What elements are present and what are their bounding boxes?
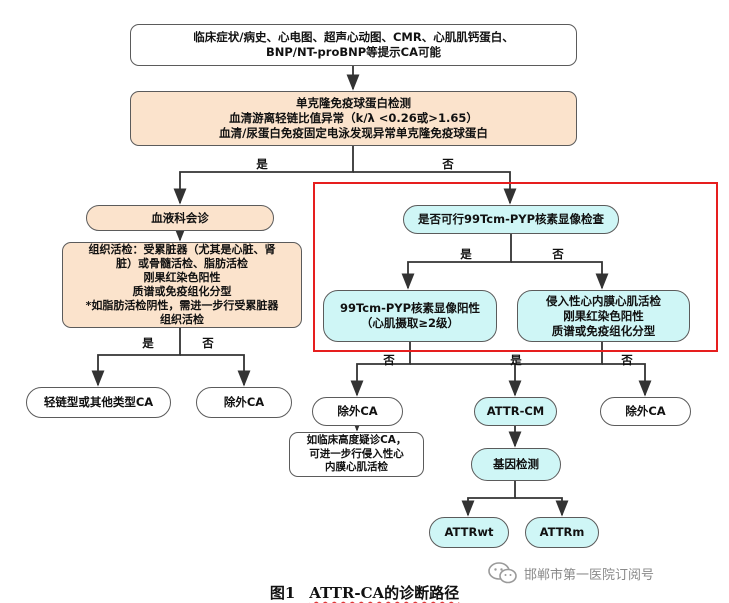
edge-pyp-yes: [401, 234, 512, 290]
node-line: 质谱或免疫组化分型: [551, 323, 656, 338]
label-pyp-yes: 是: [460, 247, 472, 261]
caption-number: 图1: [269, 584, 296, 602]
node-line: *如脂肪活检阴性，需进一步行受累脏器: [85, 299, 279, 312]
node-line: 如临床高度疑诊CA，: [306, 434, 407, 447]
node-exclude-ca-right: 除外CA: [600, 397, 691, 426]
label-bottom-no-right: 否: [621, 353, 633, 367]
node-line: 单克隆免疫球蛋白检测: [296, 96, 411, 110]
figure-caption: 图1 ATTR-CA的诊断路径: [0, 582, 729, 603]
edge-pos-no: [350, 342, 411, 397]
node-line: 除外CA: [625, 404, 666, 418]
node-line: 组织活检: [160, 313, 204, 326]
node-line: 是否可行99Tcm-PYP核素显像检查: [417, 212, 605, 226]
node-line: 临床症状/病史、心电图、超声心动图、CMR、心肌肌钙蛋白、: [193, 30, 514, 44]
edge-mono-yes: [173, 146, 354, 205]
node-line: ATTR-CM: [486, 404, 545, 418]
node-line: ATTRm: [539, 525, 585, 539]
node-line: 可进一步行侵入性心: [309, 447, 404, 460]
node-exclude-ca-left: 除外CA: [196, 387, 292, 418]
node-line: 99Tcm-PYP核素显像阳性: [339, 301, 481, 315]
node-invasive-biopsy: 侵入性心内膜心肌活检 刚果红染色阳性 质谱或免疫组化分型: [517, 290, 690, 342]
node-gene-test: 基因检测: [471, 448, 561, 481]
node-attrwt: ATTRwt: [429, 517, 509, 548]
node-line: BNP/NT-proBNP等提示CA可能: [265, 45, 442, 59]
node-lightchain-ca: 轻链型或其他类型CA: [26, 387, 171, 418]
node-line: 侵入性心内膜心肌活检: [546, 293, 661, 308]
watermark-text: 邯郸市第一医院订阅号: [524, 567, 655, 583]
caption-title: ATTR-CA的诊断路径: [309, 584, 460, 602]
label-mono-no: 否: [442, 157, 454, 171]
node-line: 除外CA: [337, 404, 378, 418]
node-line: （心肌摄取≥2级）: [360, 316, 460, 330]
label-bottom-no-left: 否: [383, 353, 395, 367]
edge-pyp-no: [511, 261, 609, 290]
wechat-icon: [488, 562, 517, 584]
node-suspect-note: 如临床高度疑诊CA， 可进一步行侵入性心 内膜心肌活检: [289, 432, 424, 477]
node-hematology-consult: 血液科会诊: [86, 205, 274, 231]
node-clinical-suspicion: 临床症状/病史、心电图、超声心动图、CMR、心肌肌钙蛋白、 BNP/NT-pro…: [130, 24, 577, 66]
watermark: 邯郸市第一医院订阅号: [488, 562, 654, 584]
node-exclude-ca-mid: 除外CA: [312, 397, 403, 426]
label-biopsy-yes: 是: [142, 336, 154, 350]
node-line: 质谱或免疫组化分型: [132, 285, 232, 298]
node-line: 脏）或骨髓活检、脂肪活检: [116, 257, 248, 270]
node-line: 除外CA: [223, 395, 265, 409]
node-line: 基因检测: [493, 457, 539, 471]
node-tissue-biopsy: 组织活检：受累脏器（尤其是心脏、肾 脏）或骨髓活检、脂肪活检 刚果红染色阳性 质…: [62, 242, 302, 328]
node-line: ATTRwt: [444, 525, 494, 539]
edge-bottom-no-right: [602, 363, 652, 397]
node-line: 刚果红染色阳性: [563, 308, 644, 323]
edge-biopsy-yes: [91, 328, 181, 387]
label-mono-yes: 是: [256, 157, 268, 171]
label-bottom-yes: 是: [510, 353, 522, 367]
label-pyp-no: 否: [552, 247, 564, 261]
node-line: 内膜心肌活检: [325, 461, 388, 474]
node-attr-cm: ATTR-CM: [474, 397, 557, 426]
node-line: 刚果红染色阳性: [143, 271, 221, 284]
edge-gene-to-wt: [461, 481, 516, 517]
node-line: 组织活检：受累脏器（尤其是心脏、肾: [88, 243, 276, 256]
edge-gene-to-m: [515, 497, 569, 517]
node-line: 轻链型或其他类型CA: [43, 395, 154, 409]
node-line: 血清/尿蛋白免疫固定电泳发现异常单克隆免疫球蛋白: [219, 126, 488, 140]
node-monoclonal-test: 单克隆免疫球蛋白检测 血清游离轻链比值异常（k/λ <0.26或>1.65） 血…: [130, 91, 577, 146]
edge-mono-no: [353, 171, 517, 205]
label-biopsy-no: 否: [202, 336, 214, 350]
node-attrm: ATTRm: [525, 517, 599, 548]
node-line: 血清游离轻链比值异常（k/λ <0.26或>1.65）: [229, 111, 478, 125]
node-line: 血液科会诊: [151, 210, 209, 225]
node-pyp-feasible: 是否可行99Tcm-PYP核素显像检查: [403, 205, 619, 234]
node-pyp-positive: 99Tcm-PYP核素显像阳性 （心肌摄取≥2级）: [323, 290, 497, 342]
highlight-frame: [313, 182, 718, 352]
edge-biopsy-no: [180, 354, 251, 387]
